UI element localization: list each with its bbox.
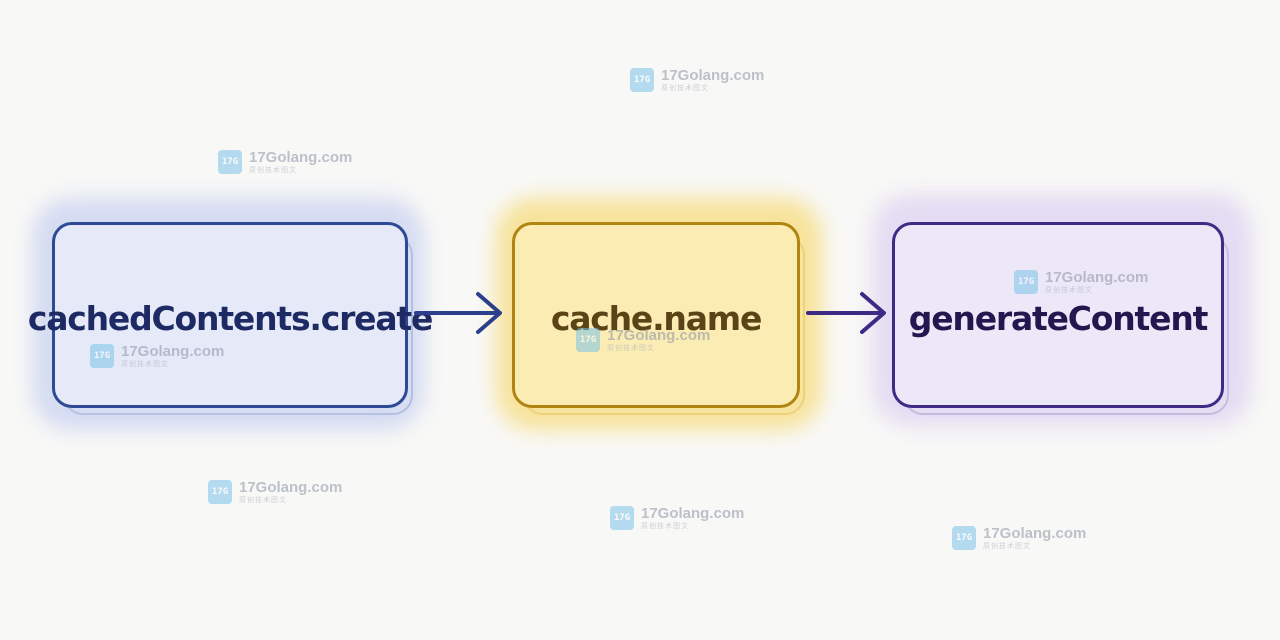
watermark-subtitle: 原创技术图文	[661, 84, 709, 92]
node-cached-contents-create: cachedContents.create	[28, 222, 433, 415]
watermark-title: 17Golang.com	[983, 525, 1087, 542]
arrow-cache-to-generate	[806, 292, 886, 334]
watermark-subtitle: 原创技术图文	[1045, 286, 1093, 294]
watermark-title: 17Golang.com	[1045, 269, 1149, 286]
watermark-logo-icon: 17G	[576, 328, 600, 352]
node-label: cachedContents.create	[27, 298, 434, 338]
watermark-logo-icon: 17G	[208, 480, 232, 504]
node-generate-content: generateContent	[892, 222, 1229, 415]
watermark-subtitle: 原创技术图文	[249, 166, 297, 174]
watermark-subtitle: 原创技术图文	[121, 360, 169, 368]
watermark-title: 17Golang.com	[607, 327, 711, 344]
watermark-subtitle: 原创技术图文	[641, 522, 689, 530]
watermark-title: 17Golang.com	[249, 149, 353, 166]
watermark-subtitle: 原创技术图文	[983, 542, 1031, 550]
watermark-title: 17Golang.com	[641, 505, 745, 522]
watermark-logo-icon: 17G	[610, 506, 634, 530]
watermark-logo-icon: 17G	[90, 344, 114, 368]
watermark-subtitle: 原创技术图文	[607, 344, 655, 352]
watermark-logo-icon: 17G	[952, 526, 976, 550]
watermark-subtitle: 原创技术图文	[239, 496, 287, 504]
node-label: generateContent	[908, 298, 1209, 338]
watermark-title: 17Golang.com	[239, 479, 343, 496]
arrow-create-to-cache	[414, 292, 502, 334]
watermark-title: 17Golang.com	[661, 67, 765, 84]
watermark-logo-icon: 17G	[630, 68, 654, 92]
watermark-logo-icon: 17G	[218, 150, 242, 174]
watermark-title: 17Golang.com	[121, 343, 225, 360]
watermark-logo-icon: 17G	[1014, 270, 1038, 294]
